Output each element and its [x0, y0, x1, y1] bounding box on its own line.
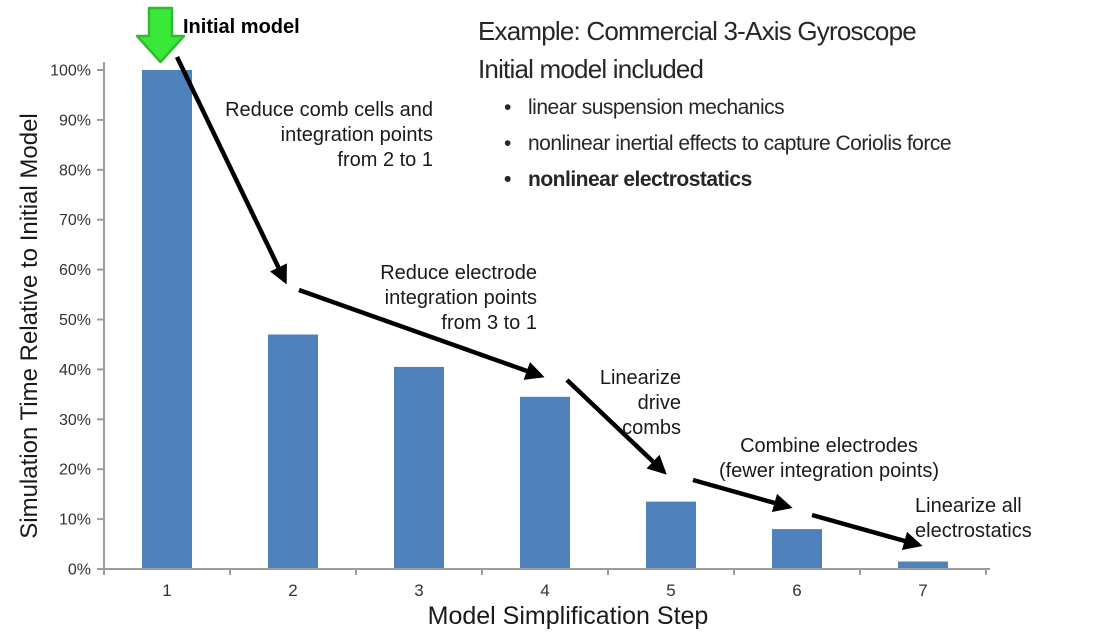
x-axis-title: Model Simplification Step	[427, 602, 709, 630]
bullet-icon: •	[504, 132, 511, 155]
x-tick-label-1: 1	[162, 581, 171, 600]
y-tick-label-40%: 40%	[59, 362, 91, 379]
y-tick-label-10%: 10%	[59, 512, 91, 529]
bar-step-2	[268, 334, 318, 569]
bar-step-7	[898, 561, 948, 569]
bullet-text: linear suspension mechanics	[528, 96, 785, 119]
x-tick-label-5: 5	[666, 581, 675, 600]
annotation-arrow-4	[692, 477, 793, 513]
y-tick-label-90%: 90%	[59, 112, 91, 129]
y-tick-label-100%: 100%	[50, 63, 91, 80]
header-block: Example: Commercial 3-Axis Gyroscope Ini…	[478, 12, 1078, 198]
bar-step-6	[772, 529, 822, 569]
bullet-icon: •	[504, 168, 511, 191]
y-tick-label-70%: 70%	[59, 212, 91, 229]
initial-model-arrow-icon	[135, 6, 186, 64]
bullet-item-2: • nonlinear inertial effects to capture …	[478, 126, 1078, 162]
annotation-arrow-3	[565, 378, 667, 475]
y-tick-label-60%: 60%	[59, 262, 91, 279]
y-tick-label-30%: 30%	[59, 412, 91, 429]
bullet-item-1: • linear suspension mechanics	[478, 90, 1078, 126]
annotation-arrow-5	[811, 512, 923, 551]
bullet-item-3: • nonlinear electrostatics	[478, 162, 1078, 198]
bar-step-5	[646, 501, 696, 569]
y-tick-label-20%: 20%	[59, 462, 91, 479]
x-tick-label-7: 7	[918, 581, 927, 600]
initial-model-label: Initial model	[183, 16, 300, 38]
annotation-arrow-2	[298, 287, 545, 380]
y-tick-label-50%: 50%	[59, 312, 91, 329]
y-axis-title: Simulation Time Relative to Initial Mode…	[16, 113, 43, 539]
annotation-step-4: Combine electrodes (fewer integration po…	[718, 435, 940, 482]
bullet-text: nonlinear electrostatics	[528, 168, 752, 191]
annotation-step-3: Linearize drive combs	[599, 367, 681, 439]
header-subtitle: Initial model included	[478, 54, 704, 84]
bar-step-3	[394, 366, 444, 569]
annotation-step-2: Reduce electrode integration points from…	[380, 262, 537, 334]
bar-step-1	[142, 70, 192, 569]
bullet-text: nonlinear inertial effects to capture Co…	[528, 132, 952, 155]
header-title: Example: Commercial 3-Axis Gyroscope	[478, 16, 917, 46]
x-tick-label-6: 6	[792, 581, 801, 600]
bullet-icon: •	[504, 96, 511, 119]
x-tick-label-3: 3	[414, 581, 423, 600]
y-tick-label-80%: 80%	[59, 162, 91, 179]
y-tick-label-0%: 0%	[68, 562, 91, 579]
annotation-arrow-1	[174, 56, 288, 285]
bullet-list: • linear suspension mechanics • nonlinea…	[478, 90, 1078, 198]
bar-step-4	[520, 396, 570, 569]
annotation-step-5: Linearize all electrostatics	[915, 495, 1032, 542]
x-tick-label-4: 4	[540, 581, 549, 600]
annotation-step-1: Reduce comb cells and integration points…	[225, 99, 433, 171]
x-tick-label-2: 2	[288, 581, 297, 600]
